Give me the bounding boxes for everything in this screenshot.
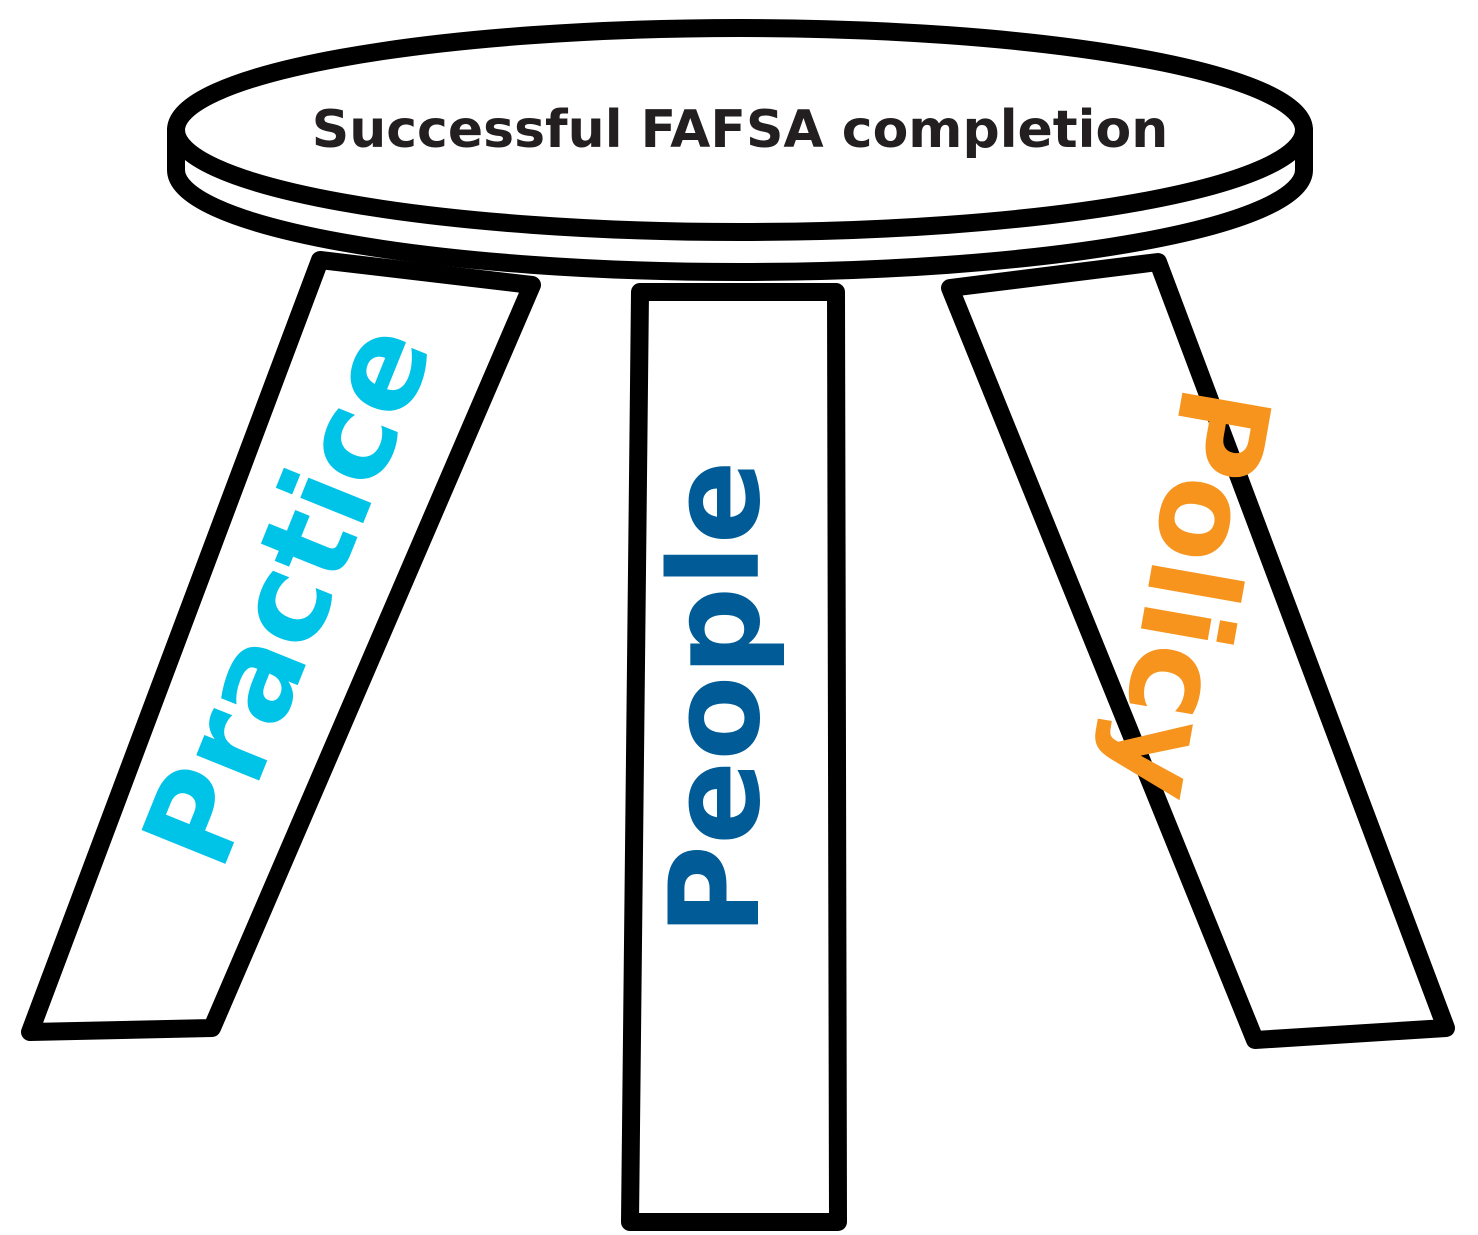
seat-title: Successful FAFSA completion <box>312 100 1168 160</box>
middle-leg <box>621 283 847 1231</box>
left-leg <box>21 251 541 1041</box>
leg-label-people: People <box>644 460 788 936</box>
right-leg <box>941 253 1455 1049</box>
stool-seat-top <box>167 19 1313 241</box>
